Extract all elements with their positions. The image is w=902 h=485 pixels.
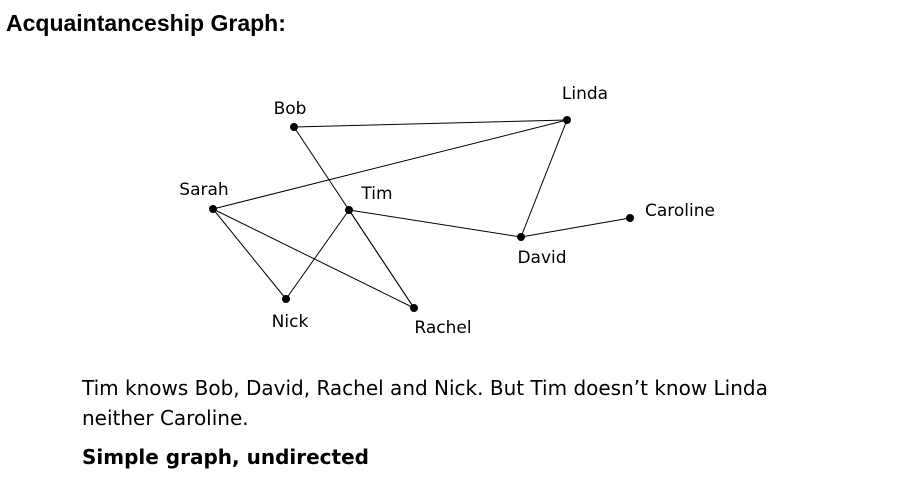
node-label-linda: Linda — [562, 84, 608, 104]
edge-sarah-rachel — [212, 208, 415, 309]
graph-edges — [212, 119, 631, 309]
edge-linda-david — [520, 119, 568, 238]
node-linda — [563, 116, 571, 124]
node-label-nick: Nick — [272, 312, 309, 332]
edge-bob-linda — [293, 119, 568, 128]
edge-david-caroline — [520, 217, 631, 238]
node-label-caroline: Caroline — [645, 201, 715, 221]
graph-caption: Tim knows Bob, David, Rachel and Nick. B… — [82, 376, 768, 430]
node-label-rachel: Rachel — [414, 318, 471, 338]
node-rachel — [410, 304, 418, 312]
edge-tim-nick — [285, 209, 350, 300]
node-bob — [290, 123, 298, 131]
node-label-tim: Tim — [360, 184, 392, 204]
page-title: Acquaintanceship Graph: — [6, 10, 286, 36]
node-label-bob: Bob — [274, 99, 307, 119]
node-nick — [282, 295, 290, 303]
node-david — [517, 233, 525, 241]
edge-tim-rachel — [348, 209, 415, 309]
graph-subtitle: Simple graph, undirected — [82, 445, 369, 469]
node-caroline — [626, 214, 634, 222]
edge-sarah-linda — [212, 119, 568, 210]
node-tim — [345, 206, 353, 214]
edge-sarah-nick — [212, 208, 287, 300]
node-sarah — [209, 205, 217, 213]
edge-tim-david — [348, 209, 522, 238]
node-label-david: David — [517, 248, 566, 268]
node-label-sarah: Sarah — [179, 180, 228, 200]
